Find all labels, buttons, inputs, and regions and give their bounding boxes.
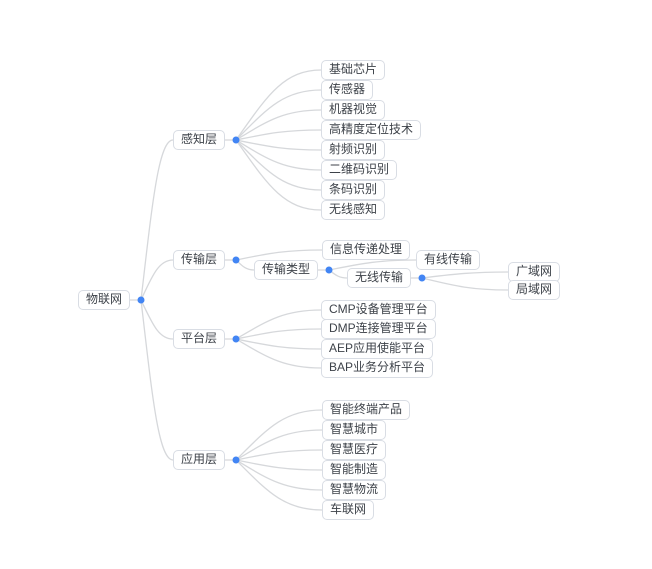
mindmap-edge [140,299,174,461]
mindmap-node-wireless-sensing[interactable]: 无线感知 [321,200,386,220]
mindmap-node-iot-root[interactable]: 物联网 [78,290,131,310]
mindmap-edge [235,249,323,261]
mindmap-node-basic-chip[interactable]: 基础芯片 [321,60,386,80]
mindmap-edge [235,338,322,369]
mindmap-edge [235,328,322,340]
mindmap-edge [235,459,323,511]
mindmap-edge [235,139,322,171]
mindmap-edge [328,259,417,271]
mindmap-edge [235,139,322,211]
mindmap-edge [421,277,509,291]
branch-dot-application-layer[interactable] [232,456,240,464]
mindmap-edge [235,429,323,461]
mindmap-node-smart-manufacturing[interactable]: 智能制造 [322,460,387,480]
mindmap-node-machine-vision[interactable]: 机器视觉 [321,100,386,120]
mindmap-node-internet-of-vehicles[interactable]: 车联网 [322,500,375,520]
mindmap-edge [235,89,322,141]
mindmap-edge [235,338,322,350]
branch-dot-perception-layer[interactable] [232,136,240,144]
branch-dot-transport-layer[interactable] [232,256,240,264]
mindmap-node-qrcode-recognition[interactable]: 二维码识别 [321,160,398,180]
mindmap-edge [235,459,323,471]
mindmap-edge [235,309,322,340]
mindmap-edge [235,109,322,141]
mindmap-node-barcode-recognition[interactable]: 条码识别 [321,180,386,200]
mindmap-edge [421,271,509,279]
mindmap-node-wired-transmission[interactable]: 有线传输 [416,250,481,270]
mindmap-edge [140,259,174,301]
mindmap-node-application-layer[interactable]: 应用层 [173,450,226,470]
mindmap-node-smart-healthcare[interactable]: 智慧医疗 [322,440,387,460]
mindmap-node-transport-type[interactable]: 传输类型 [254,260,319,280]
mindmap-node-perception-layer[interactable]: 感知层 [173,130,226,150]
mindmap-node-high-precision-positioning[interactable]: 高精度定位技术 [321,120,422,140]
mindmap-node-dmp-platform[interactable]: DMP连接管理平台 [321,319,436,339]
mindmap-node-platform-layer[interactable]: 平台层 [173,329,226,349]
branch-dot-platform-layer[interactable] [232,335,240,343]
mindmap-node-transport-layer[interactable]: 传输层 [173,250,226,270]
mindmap-node-cmp-platform[interactable]: CMP设备管理平台 [321,300,436,320]
mindmap-node-wan[interactable]: 广域网 [508,262,561,282]
mindmap-node-info-transfer-processing[interactable]: 信息传递处理 [322,240,411,260]
mindmap-edge [235,69,322,141]
mindmap-node-smart-logistics[interactable]: 智慧物流 [322,480,387,500]
mindmap-node-rfid[interactable]: 射频识别 [321,140,386,160]
mindmap-edge [235,449,323,461]
mindmap-node-wireless-transmission[interactable]: 无线传输 [347,268,412,288]
mindmap-edge [235,409,323,461]
mindmap-node-smart-city[interactable]: 智慧城市 [322,420,387,440]
mindmap-edge [235,129,322,141]
mindmap-node-sensor[interactable]: 传感器 [321,80,374,100]
mindmap-node-bap-platform[interactable]: BAP业务分析平台 [321,358,434,378]
mindmap-edge [140,139,174,301]
branch-dot-iot-root[interactable] [137,296,145,304]
mindmap-node-aep-platform[interactable]: AEP应用使能平台 [321,339,434,359]
mindmap-edge [235,139,322,151]
mindmap-node-lan[interactable]: 局域网 [508,280,561,300]
branch-dot-wireless-transmission[interactable] [418,274,426,282]
mindmap-edge [140,299,174,340]
mindmap-edge [235,139,322,191]
mindmap-node-smart-terminal-products[interactable]: 智能终端产品 [322,400,411,420]
branch-dot-transport-type[interactable] [325,266,333,274]
mindmap-edge [235,459,323,491]
